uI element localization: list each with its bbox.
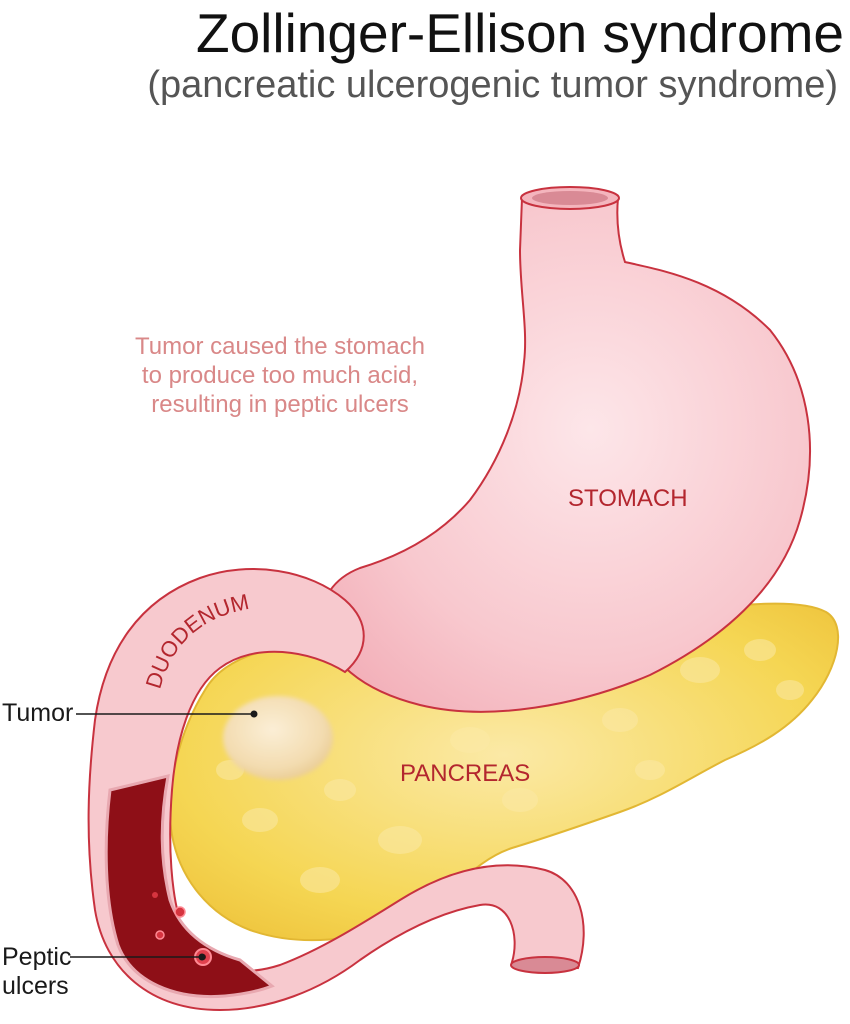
pancreas [168,602,840,942]
page-title: Zollinger-Ellison syndrome [195,2,844,64]
tumor-callout: Tumor [2,699,73,728]
tumor-pointer-dot [250,710,258,718]
stomach [320,186,811,713]
tumor [223,696,333,780]
note-line: to produce too much acid, [141,362,419,389]
annotation-note: Tumor caused the stomach to produce too … [120,332,440,419]
ulcer-pointer-dot [198,953,206,961]
page-subtitle: (pancreatic ulcerogenic tumor syndrome) [147,64,838,106]
peptic-ulcers-callout: Peptic ulcers [2,943,71,1001]
peptic-ulcers-callout-line: Peptic [2,943,72,971]
tumor-callout-text: Tumor [2,699,74,727]
note-line: resulting in peptic ulcers [151,391,409,418]
stomach-label: STOMACH [568,485,688,512]
note-line: Tumor caused the stomach [135,333,425,360]
pancreas-label: PANCREAS [400,760,531,787]
duodenum [87,568,585,1012]
peptic-ulcers-callout-line: ulcers [2,972,69,1000]
